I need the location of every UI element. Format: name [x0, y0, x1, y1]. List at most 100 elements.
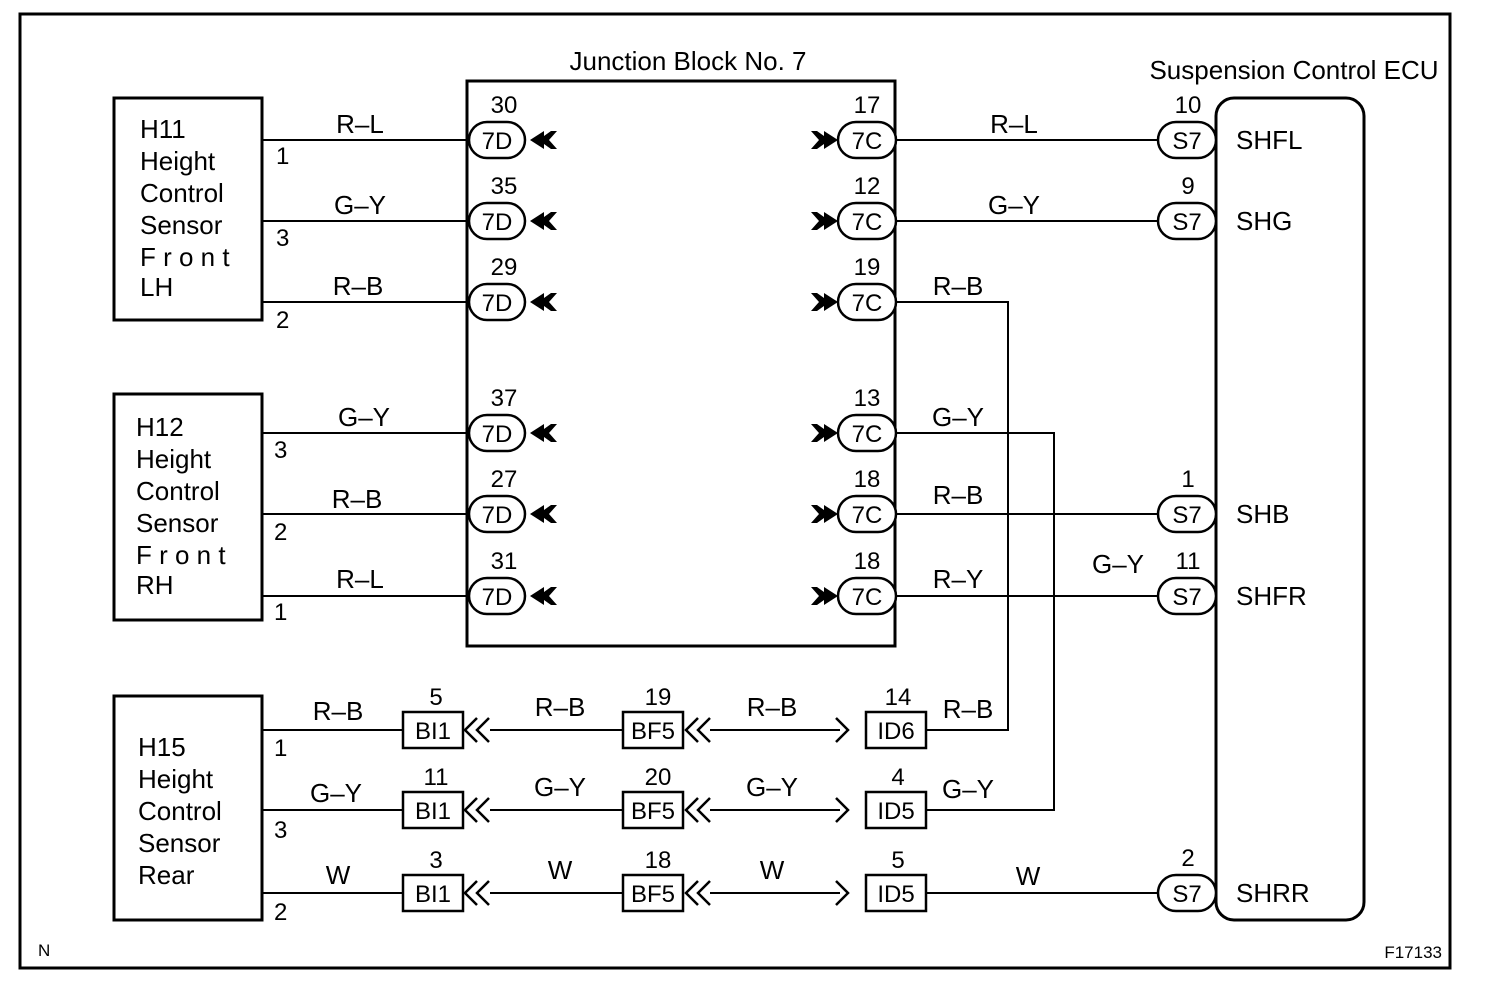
sensor-pin: 1: [276, 143, 289, 170]
connector-arrow-icon: [835, 797, 850, 823]
wire-color: G–Y: [932, 402, 984, 432]
jb-right-connector: 7C: [852, 128, 883, 155]
sensor-line: H11: [140, 114, 186, 144]
diagram-frame: [18, 12, 1452, 970]
ecu-connector: S7: [1172, 209, 1201, 236]
bf-connector-shape: [621, 710, 685, 750]
wire-color: R–B: [747, 692, 798, 722]
connector-arrow-icon: [835, 717, 850, 743]
wire-color: G–Y: [1092, 549, 1144, 579]
figure-id: F17133: [1384, 943, 1442, 962]
connector-arrow-icon: [530, 505, 557, 523]
wire-color: G–Y: [338, 402, 390, 432]
sensor-pin: 2: [276, 307, 289, 334]
connector-arrow-icon: [463, 797, 490, 823]
connector-arrow-icon: [463, 880, 490, 906]
jb-left-connector-shape: [467, 120, 527, 160]
sensor-pin: 3: [274, 817, 287, 844]
sensor-pin: 1: [274, 599, 287, 626]
bf-pin: 18: [645, 847, 672, 874]
bi-connector: BI1: [415, 881, 451, 908]
connector-arrow-icon: [684, 880, 711, 906]
ecu-terminal-name: SHFL: [1236, 125, 1302, 155]
wire-color: R–B: [535, 692, 586, 722]
ecu-pin-number: 10: [1175, 92, 1202, 119]
sensor-box: [112, 694, 264, 922]
id-connector-shape: [864, 873, 928, 913]
bi-connector-shape: [401, 873, 465, 913]
wire-color: G–Y: [942, 774, 994, 804]
sensor-line: Height: [136, 444, 212, 474]
id-connector: ID5: [877, 798, 914, 825]
wire-color: R–L: [336, 564, 384, 594]
ecu-connector: S7: [1172, 881, 1201, 908]
sensor-line: Sensor: [140, 210, 223, 240]
connector-arrow-icon: [811, 587, 838, 605]
sensor-line: Sensor: [138, 828, 221, 858]
bi-pin: 3: [429, 847, 442, 874]
jb-left-connector-shape: [467, 576, 527, 616]
id-connector-shape: [864, 710, 928, 750]
bf-connector: BF5: [631, 881, 675, 908]
ecu-connector-shape: [1156, 494, 1218, 534]
wire-color: R–B: [933, 271, 984, 301]
ecu-connector-shape: [1156, 201, 1218, 241]
connector-arrow-icon: [684, 717, 711, 743]
jb-left-pin: 27: [491, 466, 518, 493]
wire-color: R–L: [336, 109, 384, 139]
wire-color: R–B: [332, 484, 383, 514]
connector-arrow-icon: [530, 131, 557, 149]
jb-left-connector: 7D: [482, 421, 513, 448]
wire-color: R–Y: [933, 564, 984, 594]
id-connector-shape: [864, 790, 928, 830]
bf-pin: 20: [645, 764, 672, 791]
ecu-connector: S7: [1172, 502, 1201, 529]
ecu-connector: S7: [1172, 584, 1201, 611]
wire-color: R–B: [333, 271, 384, 301]
sensor-line: H15: [138, 732, 186, 762]
jb-right-connector-shape: [836, 120, 898, 160]
ecu-terminal-name: SHRR: [1236, 878, 1310, 908]
wire-color: R–B: [313, 696, 364, 726]
bi-connector-shape: [401, 710, 465, 750]
jb-right-connector-shape: [836, 282, 898, 322]
connector-arrow-icon: [811, 424, 838, 442]
jb-right-pin: 19: [854, 254, 881, 281]
ecu-terminal-name: SHFR: [1236, 581, 1307, 611]
jb-right-pin: 18: [854, 548, 881, 575]
sensor-pin: 2: [274, 519, 287, 546]
sensor-box: [112, 392, 264, 622]
bf-connector: BF5: [631, 718, 675, 745]
sensor-box: [112, 96, 264, 322]
jb-left-pin: 30: [491, 92, 518, 119]
jb-right-connector-shape: [836, 201, 898, 241]
bi-connector: BI1: [415, 718, 451, 745]
ecu-title: Suspension Control ECU: [1149, 55, 1438, 85]
sensor-line: LH: [140, 272, 173, 302]
wire-color: G–Y: [746, 772, 798, 802]
sensor-line: Control: [138, 796, 222, 826]
sensor-line: F r o n t: [140, 242, 230, 272]
sensor-line: Height: [140, 146, 216, 176]
jb-right-pin: 13: [854, 385, 881, 412]
bi-connector: BI1: [415, 798, 451, 825]
bf-connector-shape: [621, 873, 685, 913]
wire-color: W: [326, 860, 351, 890]
jb-left-connector-shape: [467, 201, 527, 241]
jb-left-connector: 7D: [482, 502, 513, 529]
wire-color: W: [548, 855, 573, 885]
id-pin: 5: [891, 847, 904, 874]
bf-connector-shape: [621, 790, 685, 830]
id-pin: 4: [891, 764, 904, 791]
jb-left-connector: 7D: [482, 209, 513, 236]
